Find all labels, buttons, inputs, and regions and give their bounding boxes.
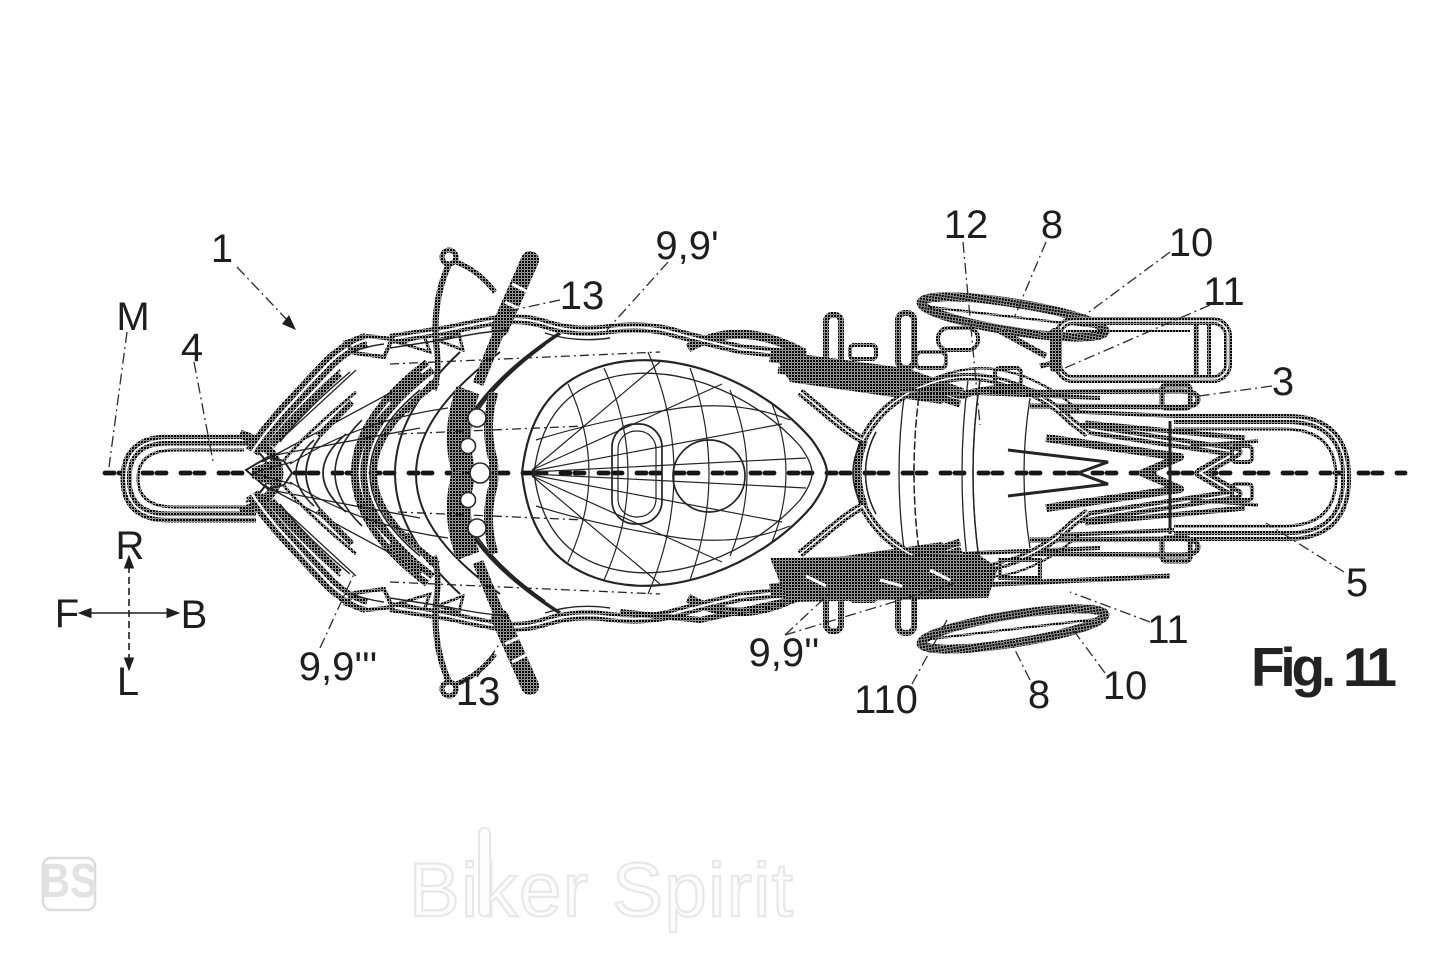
- svg-text:10: 10: [1103, 664, 1148, 708]
- svg-text:110: 110: [854, 678, 918, 722]
- svg-text:13: 13: [560, 274, 605, 318]
- svg-text:11: 11: [1147, 608, 1189, 652]
- svg-text:3: 3: [1272, 360, 1294, 404]
- svg-text:4: 4: [181, 326, 203, 370]
- svg-text:1: 1: [211, 227, 233, 271]
- svg-text:9,9'': 9,9'': [749, 631, 820, 675]
- svg-text:M: M: [116, 295, 149, 339]
- svg-text:8: 8: [1028, 673, 1050, 717]
- svg-text:R: R: [116, 524, 145, 568]
- svg-text:Biker Spirit: Biker Spirit: [409, 848, 794, 933]
- svg-text:L: L: [117, 660, 139, 704]
- svg-text:12: 12: [944, 203, 989, 247]
- svg-text:10: 10: [1169, 221, 1214, 265]
- svg-text:8: 8: [1041, 203, 1063, 247]
- svg-text:B: B: [181, 593, 208, 637]
- svg-text:Fig. 11: Fig. 11: [1251, 636, 1397, 698]
- svg-text:9,9': 9,9': [655, 224, 718, 268]
- svg-text:11: 11: [1203, 270, 1245, 314]
- svg-text:13: 13: [456, 670, 501, 714]
- svg-text:9,9''': 9,9''': [299, 645, 378, 689]
- svg-text:5: 5: [1346, 561, 1368, 605]
- svg-text:F: F: [55, 592, 79, 636]
- svg-text:BS: BS: [41, 855, 98, 908]
